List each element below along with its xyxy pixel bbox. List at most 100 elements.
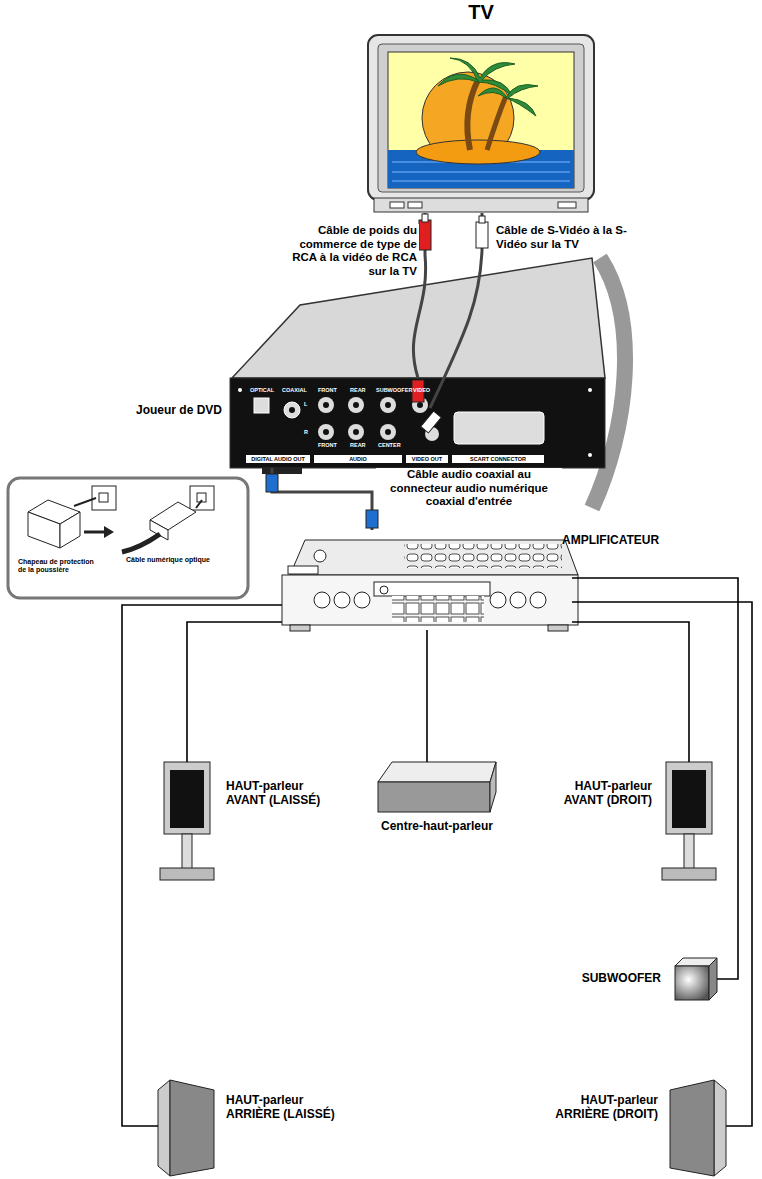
speaker-drawings-part — [378, 762, 496, 782]
amplifier-drawing-part — [290, 625, 310, 631]
amplifier-drawing-part — [314, 592, 330, 608]
cable-plugs-part — [479, 216, 485, 223]
amplifier: AMPLIFICATEUR — [282, 530, 572, 630]
jack-label: L — [304, 402, 307, 408]
node-label: Câble numérique optique — [126, 556, 216, 564]
speaker-drawings-part — [675, 966, 709, 1000]
node-label: Joueur de DVD — [136, 404, 222, 418]
speaker-drawings-part — [378, 782, 490, 812]
amplifier-drawing-part — [334, 592, 350, 608]
cable-label: Câble de S-Vidéo à la S-Vidéo sur la TV — [494, 224, 638, 251]
jack-label: CENTER — [378, 443, 401, 449]
speaker-drawings-part — [170, 770, 204, 828]
amplifier-drawing-part — [490, 592, 506, 608]
tv-drawing-part — [416, 140, 540, 164]
speaker: HAUT-parleur ARRIÈRE (LAISSÉ) — [158, 1076, 214, 1176]
dvd-drawing-part — [238, 388, 242, 392]
speaker-drawings-part — [164, 762, 210, 834]
speaker-drawings-part — [160, 868, 214, 880]
node-label: SUBWOOFER — [582, 972, 661, 986]
speaker: Centre-haut-parleur — [378, 762, 496, 812]
dvd-drawing-part — [380, 397, 396, 413]
dvd-drawing-part — [323, 429, 329, 435]
optical-inset-part — [84, 531, 104, 534]
node-label: HAUT-parleur ARRIÈRE (DROIT) — [536, 1094, 658, 1122]
speaker-drawings-part — [709, 958, 717, 1000]
amplifier-drawing-part — [404, 544, 562, 568]
tv-drawing-part — [478, 85, 538, 117]
cable-plugs-part — [422, 214, 428, 222]
amplifier-drawing-part — [548, 625, 568, 631]
jack-label: FRONT — [318, 388, 337, 394]
speaker: HAUT-parleur AVANT (LAISSÉ) — [160, 762, 214, 884]
speaker-wire — [572, 578, 738, 979]
jack-label: FRONT — [318, 443, 337, 449]
dvd-drawing-part — [417, 402, 423, 408]
amplifier-drawing-part — [282, 575, 578, 625]
speaker-drawings-part — [158, 1080, 170, 1176]
dvd-drawing-part — [230, 378, 605, 468]
dvd-drawing-part — [318, 424, 334, 440]
amplifier-drawing-part — [380, 586, 388, 594]
dvd-drawing-part — [353, 429, 359, 435]
cable-label: Câble audio coaxial au connecteur audio … — [376, 468, 562, 509]
dvd-drawing-part — [454, 412, 544, 444]
tv-drawing — [368, 35, 594, 212]
node-label: HAUT-parleur AVANT (DROIT) — [542, 780, 652, 808]
tv-drawing-part — [392, 162, 570, 181]
tv-drawing-part — [487, 96, 506, 150]
tv-drawing-part — [408, 202, 422, 208]
optical-inset-part — [28, 512, 60, 548]
amplifier-drawing — [282, 540, 578, 631]
node-label: HAUT-parleur ARRIÈRE (LAISSÉ) — [226, 1094, 348, 1122]
speaker-wire — [572, 622, 689, 762]
cable-plugs-part — [476, 222, 488, 248]
amplifier-drawing-part — [392, 596, 484, 622]
speaker-wire — [187, 622, 282, 762]
amplifier-drawing-part — [314, 550, 326, 562]
speaker-drawings-part — [490, 762, 496, 812]
cable-label: Câble de poids du commerce de type de RC… — [281, 224, 419, 278]
cable-plugs-part — [421, 411, 442, 433]
speaker-drawings-part — [170, 1080, 214, 1176]
node-label: HAUT-parleur AVANT (LAISSÉ) — [226, 780, 336, 808]
speaker: HAUT-parleur AVANT (DROIT) — [662, 762, 716, 884]
jack-label: COAXIAL — [282, 388, 307, 394]
dvd-drawing-part — [323, 402, 329, 408]
tv-drawing-part — [558, 202, 576, 208]
speaker-drawings-part — [666, 762, 712, 834]
subwoofer: SUBWOOFER — [675, 958, 717, 1000]
dvd-drawing-part — [262, 468, 302, 474]
speaker-wire — [122, 605, 282, 1126]
dvd-drawing-part — [588, 453, 592, 457]
panel-bar-label: AUDIO — [314, 455, 402, 463]
dvd-drawing-part — [348, 424, 364, 440]
speaker-wire — [572, 602, 752, 1126]
optical-inset-part — [74, 498, 96, 506]
panel-bar-label: DIGITAL AUDIO OUT — [246, 455, 310, 463]
optical-inset-part — [60, 512, 80, 548]
optical-inset-part — [196, 500, 202, 508]
amplifier-drawing-part — [374, 582, 490, 596]
node-label: AMPLIFICATEUR — [562, 534, 659, 548]
jack-label: SUBWOOFER — [376, 388, 412, 394]
tv-drawing-part — [368, 35, 594, 200]
tv-drawing-part — [388, 52, 574, 188]
tv-drawing-part — [378, 44, 584, 192]
speaker-drawings-part — [684, 834, 694, 870]
optical-inset — [8, 478, 248, 598]
speaker-drawings-part — [672, 770, 706, 828]
panel-bar-label: SCART CONNECTOR — [452, 455, 544, 463]
dvd-drawing-part — [385, 402, 391, 408]
optical-inset-part — [8, 478, 248, 598]
optical-inset-part — [190, 486, 214, 510]
amplifier-drawing-part — [288, 566, 318, 574]
optical-inset-part — [99, 493, 108, 502]
inset-panel: Chapeau de protection de la poussièreCâb… — [8, 478, 248, 598]
speaker-drawings — [158, 762, 726, 1176]
dvd-drawing-part — [380, 424, 396, 440]
tv-drawing-part — [390, 202, 404, 208]
cable-plugs-part — [266, 474, 278, 492]
